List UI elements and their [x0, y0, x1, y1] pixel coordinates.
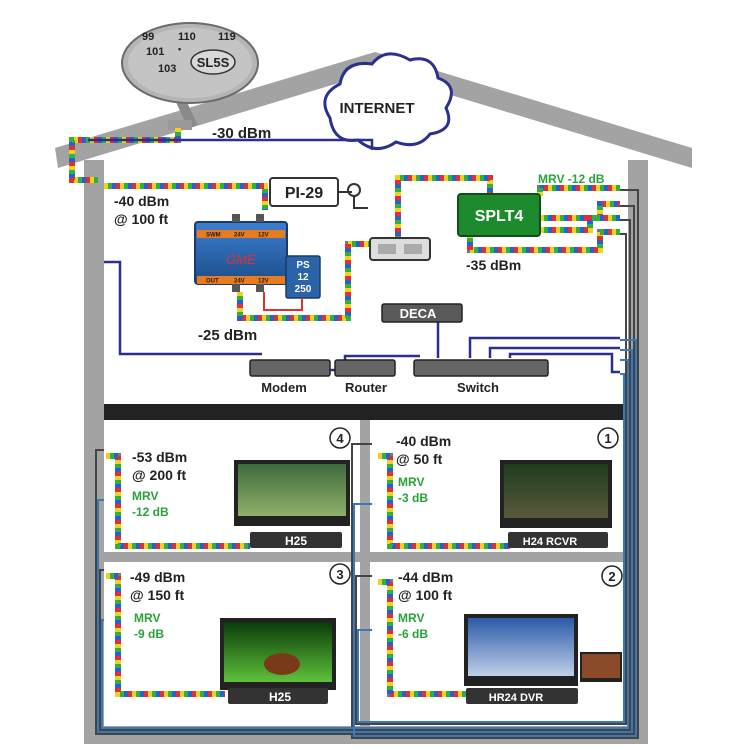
swm-multiswitch: SWM 24V 12V GME OUT 24V 12V — [194, 214, 288, 292]
room-2-distance: @ 100 ft — [398, 587, 452, 603]
modem-label: Modem — [261, 380, 307, 395]
room-1-distance: @ 50 ft — [396, 451, 443, 467]
coax-splt4-outputs — [467, 185, 620, 253]
room-1-number: 1 — [604, 431, 611, 446]
coax-to-splt4 — [395, 175, 493, 244]
pi29-label: PI-29 — [285, 185, 323, 202]
room-4-dbm: -53 dBm — [132, 449, 187, 465]
coax-room-drops — [106, 453, 510, 697]
satellite-dish: 99 110 119 101 • 103 SL5S — [121, 22, 259, 130]
room-4-receiver: H25 — [285, 534, 307, 548]
room-2-receiver: HR24 DVR — [489, 692, 543, 704]
sat-dot: • — [178, 44, 181, 54]
room-3: 3 -49 dBm @ 150 ft MRV -9 dB H25 — [130, 563, 351, 704]
room-3-number: 3 — [336, 567, 343, 582]
dish-feed-dbm: -30 dBm — [212, 125, 271, 142]
network-devices: Modem Router Switch — [249, 359, 549, 395]
sat-99: 99 — [142, 31, 154, 43]
switch-label: Switch — [457, 380, 499, 395]
room-2: 2 -44 dBm @ 100 ft MRV -6 dB HR24 DVR — [398, 565, 623, 704]
ps-label-2: 12 — [297, 272, 309, 283]
coax-cables — [69, 128, 620, 697]
swm-out-dbm: -25 dBm — [198, 327, 257, 344]
room-4-mrv: -12 dB — [132, 505, 169, 519]
room-3-mrv-label: MRV — [134, 611, 160, 625]
swm-top-24v: 24V — [234, 233, 245, 239]
room-1-dbm: -40 dBm — [396, 433, 451, 449]
splt4-label: SPLT4 — [475, 208, 524, 225]
internet-label: INTERNET — [340, 100, 415, 117]
sat-119: 119 — [218, 31, 236, 43]
gme-label: GME — [226, 252, 256, 267]
power-supply: PS 12 250 — [263, 255, 321, 311]
room-4: 4 -53 dBm @ 200 ft MRV -12 dB H25 — [132, 427, 351, 548]
splitter-out-dbm: -35 dBm — [466, 257, 521, 273]
deca-adapter: DECA — [381, 303, 463, 323]
signal-labels: -30 dBm -40 dBm @ 100 ft -25 dBm -35 dBm… — [114, 125, 605, 344]
room-4-number: 4 — [336, 431, 344, 446]
room-4-mrv-label: MRV — [132, 489, 158, 503]
swm-bottom-out: OUT — [206, 279, 219, 285]
coax-to-swm-top — [104, 183, 268, 210]
swm-bottom-12v: 12V — [258, 279, 269, 285]
room-1-receiver: H24 RCVR — [523, 536, 577, 548]
room-2-mrv: -6 dB — [398, 627, 428, 641]
dish-model-label: SL5S — [197, 55, 230, 70]
room-1-mrv-label: MRV — [398, 475, 424, 489]
coax-dish-to-swm — [69, 128, 181, 183]
room-2-number: 2 — [608, 569, 615, 584]
sat-101: 101 — [146, 46, 164, 58]
room-3-mrv: -9 dB — [134, 627, 164, 641]
room-2-mrv-label: MRV — [398, 611, 424, 625]
splt4-splitter: SPLT4 — [457, 193, 541, 237]
swm-bottom-24v: 24V — [234, 279, 245, 285]
room-2-dbm: -44 dBm — [398, 569, 453, 585]
room-4-distance: @ 200 ft — [132, 467, 186, 483]
mrv-top-label: MRV -12 dB — [538, 172, 605, 186]
sat-110: 110 — [178, 31, 196, 43]
room-1-mrv: -3 dB — [398, 491, 428, 505]
ps-label-3: 250 — [295, 284, 312, 295]
sw-deca-splitter — [369, 237, 431, 261]
coax-swm-to-deca — [237, 241, 372, 321]
sat-103: 103 — [158, 63, 176, 75]
ethernet-lines — [88, 138, 639, 739]
swm-top-12v: 12V — [258, 233, 269, 239]
swm-in-distance: @ 100 ft — [114, 211, 168, 227]
swm-top-swm: SWM — [206, 233, 221, 239]
deca-label: DECA — [400, 306, 437, 321]
room-3-receiver: H25 — [269, 690, 291, 704]
swm-in-dbm: -40 dBm — [114, 193, 169, 209]
room-3-dbm: -49 dBm — [130, 569, 185, 585]
room-1: 1 -40 dBm @ 50 ft MRV -3 dB H24 RCVR — [396, 427, 619, 548]
router-label: Router — [345, 380, 387, 395]
room-3-distance: @ 150 ft — [130, 587, 184, 603]
ps-label-1: PS — [296, 260, 310, 271]
internet-cloud: INTERNET — [323, 52, 453, 150]
pi29-power-inserter: PI-29 — [269, 177, 368, 209]
